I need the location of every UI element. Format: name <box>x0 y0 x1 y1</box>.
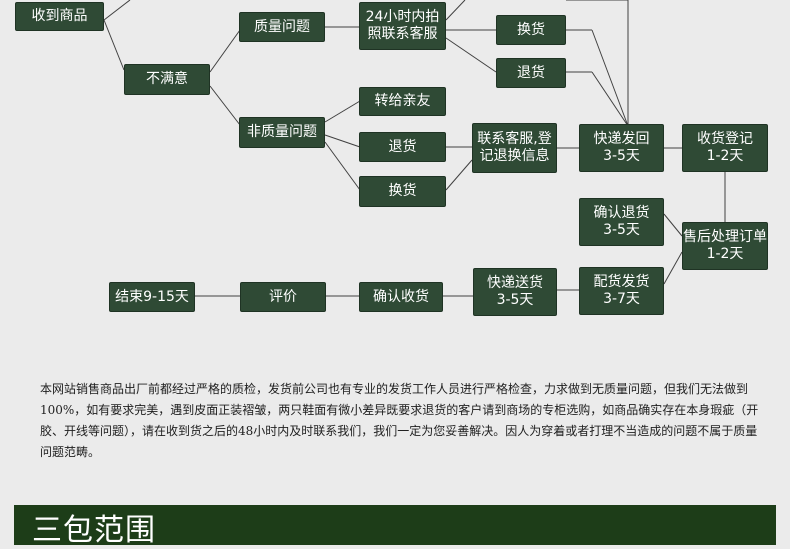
node-end: 结束9-15天 <box>109 282 195 312</box>
node-receive-register: 收货登记 1-2天 <box>682 124 768 172</box>
node-return-1: 退货 <box>496 58 566 88</box>
node-exchange-1: 换货 <box>496 15 566 45</box>
flowchart-connectors <box>103 0 726 297</box>
node-express-deliver: 快递送货 3-5天 <box>473 268 557 316</box>
connector-unsatisfied-quality <box>209 29 241 73</box>
connector-received-unsatisfied <box>103 19 125 71</box>
section-banner: 三包范围 <box>14 505 776 548</box>
node-transfer: 转给亲友 <box>359 87 446 116</box>
connector-nonquality-return <box>324 134 361 148</box>
connector-nonquality-transfer <box>324 100 361 123</box>
node-return-2: 退货 <box>359 132 446 162</box>
return-policy-notice: 本网站销售商品出厂前都经过严格的质检，发货前公司也有专业的发货工作人员进行严格检… <box>40 382 759 459</box>
connector-exchange-contact <box>445 159 473 191</box>
banner-title: 三包范围 <box>32 513 156 548</box>
node-photo-contact: 24小时内拍 照联系客服 <box>359 2 446 50</box>
node-ship-goods: 配货发货 3-7天 <box>579 267 664 315</box>
node-exchange-2: 换货 <box>359 176 446 207</box>
connector-merge-express-2 <box>591 71 629 127</box>
node-review: 评价 <box>240 282 326 312</box>
connector-unsatisfied-nonquality <box>209 85 241 126</box>
connector-nonquality-exchange <box>324 141 361 191</box>
node-received: 收到商品 <box>15 2 104 31</box>
connector-photo-return <box>445 37 497 73</box>
connector-aftersale-ship <box>663 251 683 285</box>
connector-received-top <box>103 0 131 21</box>
node-contact-register: 联系客服,登 记退换信息 <box>472 123 557 173</box>
node-express-return: 快递发回 3-5天 <box>579 124 664 172</box>
connector-merge-express <box>591 29 629 127</box>
connector-aftersale-refund <box>663 213 683 237</box>
node-quality-issue: 质量问题 <box>239 12 325 42</box>
node-aftersale: 售后处理订单 1-2天 <box>682 222 768 270</box>
node-confirm-refund: 确认退货 3-5天 <box>579 198 664 246</box>
node-non-quality: 非质量问题 <box>239 117 325 148</box>
node-unsatisfied: 不满意 <box>124 64 210 95</box>
connector-photo-top <box>445 0 466 21</box>
node-confirm-receipt: 确认收货 <box>359 282 443 312</box>
